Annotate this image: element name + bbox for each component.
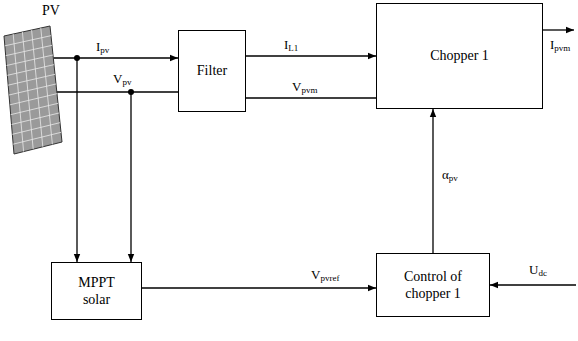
signal-connector <box>142 287 376 288</box>
signal-name: Vpvref <box>310 268 340 282</box>
signal-name: IL1 <box>283 38 299 52</box>
box-label: Chopper 1 <box>430 47 489 65</box>
mppt-box: MPPT solar <box>51 262 142 320</box>
signal-connector <box>246 55 376 56</box>
input-wire <box>490 284 576 285</box>
signal-connector <box>76 58 77 262</box>
box-label: Control of chopper 1 <box>393 268 473 303</box>
panel-label: PV <box>42 2 60 20</box>
signal-connector <box>246 97 376 98</box>
box-label: MPPT solar <box>71 274 123 309</box>
signal-connector <box>57 91 178 92</box>
panel-grid <box>5 28 61 152</box>
filter-box: Filter <box>178 30 246 112</box>
signal-connector <box>53 57 178 58</box>
signal-name: Ipvm <box>549 38 571 52</box>
signal-name: Ipv <box>95 40 110 54</box>
solar-panel-drawing <box>0 2 70 158</box>
pv-panel: PV <box>0 2 70 158</box>
signal-connector <box>130 92 131 262</box>
signal-name: αpv <box>441 168 459 182</box>
signal-name: Vpv <box>112 72 132 86</box>
panel-outline <box>4 26 62 154</box>
control-box: Control of chopper 1 <box>376 253 490 317</box>
signal-name: Vpvm <box>291 80 318 94</box>
box-label: Filter <box>197 62 227 80</box>
signal-name: Udc <box>528 263 548 277</box>
output-wire <box>543 29 574 30</box>
chopper-box: Chopper 1 <box>376 3 543 109</box>
signal-connector <box>432 109 433 253</box>
